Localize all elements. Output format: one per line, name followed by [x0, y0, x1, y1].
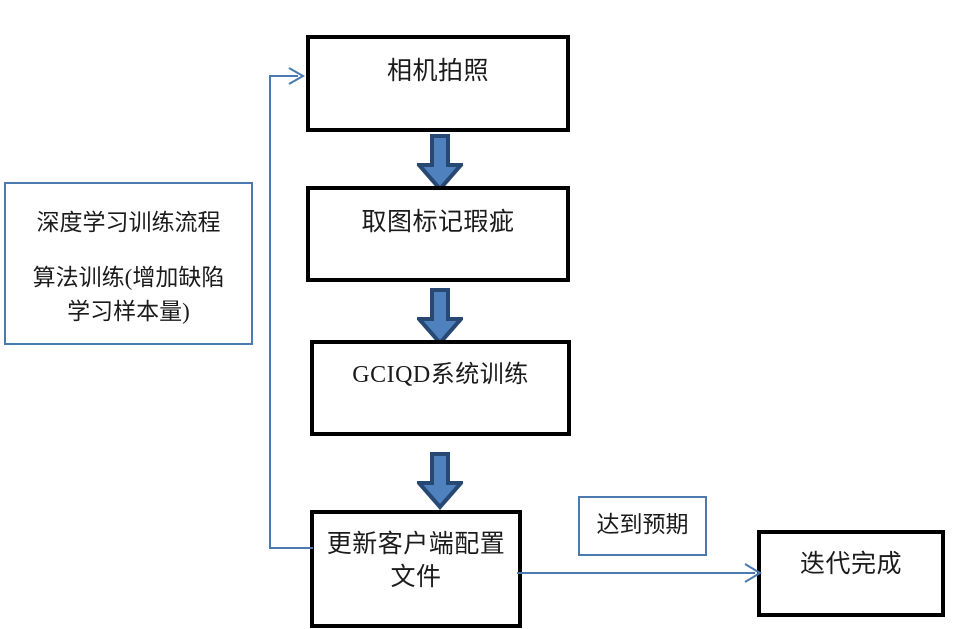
node-iteration-complete: 迭代完成: [757, 530, 945, 617]
note-line-2: 算法训练(增加缺陷 学习样本量): [32, 265, 225, 324]
node-gciqd-system-training-label: GCIQD系统训练: [352, 362, 529, 388]
connector-feedback-loop: [258, 60, 328, 560]
node-update-client-config-file-label: 更新客户端配置 文件: [326, 531, 506, 591]
note-line-1: 深度学习训练流程: [36, 210, 221, 235]
node-camera-capture: 相机拍照: [306, 35, 570, 132]
note-meets-expectation: 达到预期: [578, 496, 707, 556]
node-update-client-config-file: 更新客户端配置 文件: [310, 510, 522, 628]
note-meets-expectation-label: 达到预期: [596, 512, 689, 537]
node-gciqd-system-training: GCIQD系统训练: [310, 340, 571, 436]
connector-to-iteration-complete: [515, 556, 765, 592]
note-deep-learning-training-process: 深度学习训练流程算法训练(增加缺陷 学习样本量): [4, 182, 253, 345]
note-deep-learning-training-process-label: 深度学习训练流程算法训练(增加缺陷 学习样本量): [6, 184, 251, 328]
node-capture-and-label-defects: 取图标记瑕疵: [306, 186, 570, 282]
node-iteration-complete-label: 迭代完成: [799, 551, 902, 578]
block-arrow-down-icon: [414, 134, 466, 193]
block-arrow-down-icon: [414, 288, 466, 347]
node-camera-capture-label: 相机拍照: [386, 58, 489, 85]
node-capture-and-label-defects-label: 取图标记瑕疵: [361, 209, 515, 236]
block-arrow-down-icon: [414, 452, 466, 511]
